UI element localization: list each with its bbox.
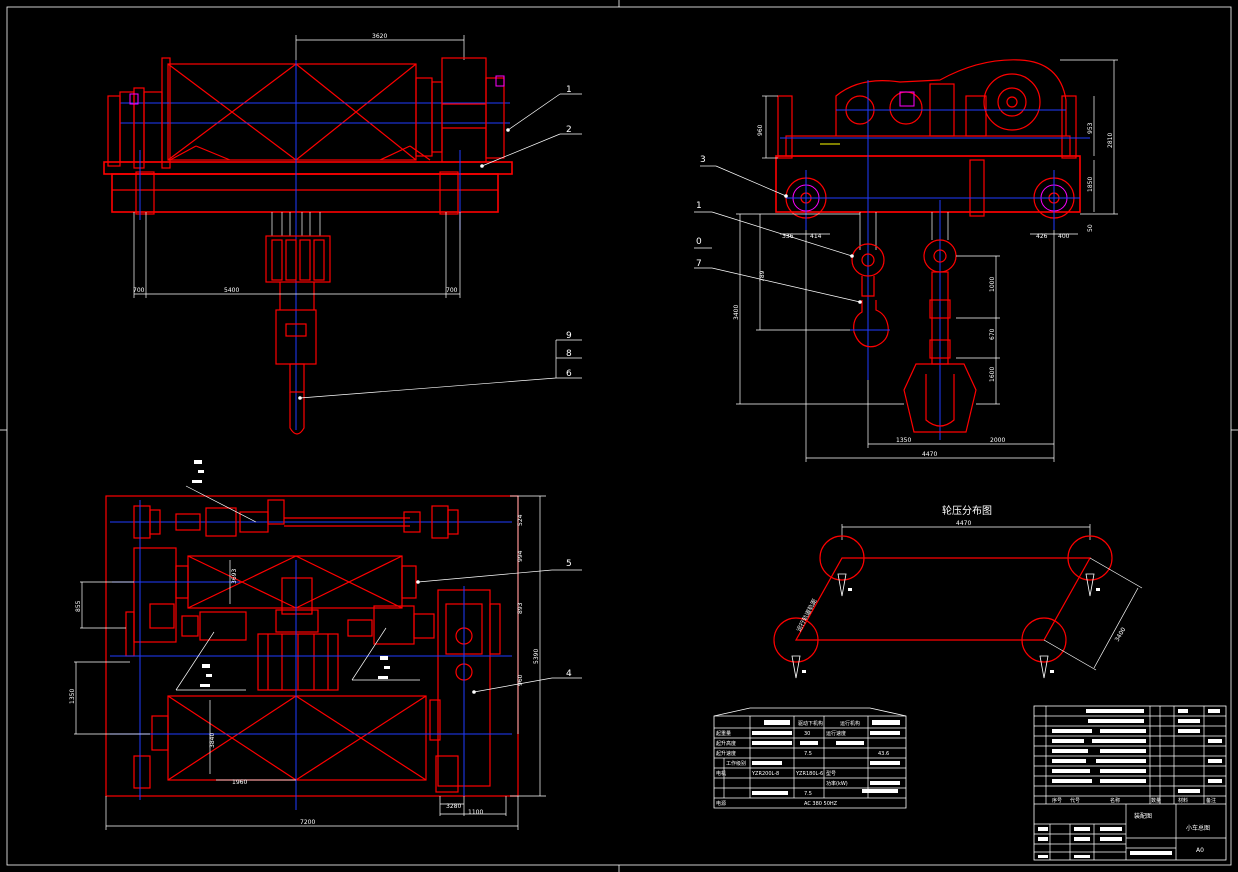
spec-row-4-val1: YZR200L-8 — [751, 771, 779, 777]
dim-side-b3: 4470 — [922, 451, 937, 458]
tb-assembly: 装配图 — [1134, 812, 1152, 820]
tb-label-no: 序号 — [1052, 797, 1062, 804]
dim-side-v1: 789 — [759, 270, 766, 282]
spec-row-2-val2: 43.6 — [878, 751, 889, 757]
side-view: 2810 953 1850 50 960 336 414 426 400 789… — [694, 59, 1118, 462]
spec-row-4-label: 电机 — [716, 770, 726, 777]
spec-row-1-label: 起升高度 — [716, 740, 736, 747]
dim-side-b2: 2000 — [990, 437, 1005, 444]
callout-front-6: 6 — [566, 369, 572, 379]
spec-table: 驱动下机构 运行机构 起重量 30 运行速度 起升高度 起升速度 7.5 43.… — [713, 707, 907, 809]
dim-side-wheel-r2: 400 — [1058, 233, 1070, 240]
wheel-chart-diag-label: 运行轨道轨距 — [795, 597, 819, 633]
dim-plan-inner2: 3840 — [209, 733, 216, 748]
spec-row-5-label2: 功率(kW) — [826, 780, 848, 787]
dim-plan-total-h: 5390 — [533, 649, 540, 664]
dim-plan-bottom3: 1100 — [468, 809, 483, 816]
callout-front-1: 1 — [566, 85, 572, 95]
wheel-pressure-diagram: 轮压分布图 4470 运行轨道轨距 3400 — [773, 504, 1143, 679]
dim-side-b1: 1350 — [896, 437, 911, 444]
callout-plan-4: 4 — [566, 669, 572, 679]
dim-side-v2: 3400 — [733, 305, 740, 320]
spec-row-0-val: 30 — [804, 731, 810, 737]
title-block: 序号 代号 名称 数量 材料 备注 装配图 小车总图 A0 — [1033, 705, 1227, 861]
front-view: 3620 — [103, 33, 582, 435]
wheel-chart-top-dim: 4470 — [956, 520, 971, 527]
dim-side-v5: 1600 — [989, 367, 996, 382]
callout-side-1: 1 — [696, 201, 702, 211]
spec-row-0-label2: 运行速度 — [826, 730, 846, 737]
dim-plan-inner1: 3693 — [231, 569, 238, 584]
spec-row-3-label: 工作级别 — [726, 760, 746, 767]
dim-front-bottom-left: 700 — [133, 287, 145, 294]
dim-plan-l1: 855 — [75, 600, 82, 612]
wheel-chart-title: 轮压分布图 — [942, 504, 992, 517]
dim-plan-bottom1: 1960 — [232, 779, 247, 786]
spec-col-travel: 运行机构 — [840, 720, 860, 727]
tb-drawing-name: 小车总图 — [1186, 824, 1210, 832]
dim-side-h1: 960 — [757, 124, 764, 136]
dim-side-h5: 50 — [1087, 224, 1094, 232]
dim-plan-r1: 524 — [517, 514, 524, 526]
callout-front-9: 9 — [566, 331, 572, 341]
dim-side-wheel-l2: 414 — [810, 233, 822, 240]
callout-side-7: 7 — [696, 259, 702, 269]
spec-row-2-val: 7.5 — [804, 751, 812, 757]
dim-front-bottom-mid: 5400 — [224, 287, 239, 294]
plan-view: 5390 524 994 893 960 855 1350 3693 3840 … — [69, 460, 582, 830]
spec-row-2-label: 起升速度 — [716, 750, 736, 757]
dim-side-h2: 953 — [1087, 122, 1094, 134]
callout-front-2: 2 — [566, 125, 572, 135]
dim-front-bottom-right: 700 — [446, 287, 458, 294]
dim-plan-l2: 1350 — [69, 689, 76, 704]
tb-label-code: 代号 — [1070, 797, 1080, 804]
dim-plan-r3: 893 — [517, 602, 524, 614]
dim-plan-bottom2: 3280 — [446, 803, 461, 810]
callout-side-3: 3 — [700, 155, 706, 165]
tb-label-material: 材料 — [1178, 797, 1188, 804]
spec-footer-value: AC 380 50HZ — [804, 801, 838, 807]
tb-sheet-no: A0 — [1196, 847, 1204, 854]
spec-row-6-val: 7.5 — [804, 791, 812, 797]
dim-side-v3: 1000 — [989, 277, 996, 292]
spec-col-hoist: 驱动下机构 — [798, 720, 823, 727]
dim-plan-total-w: 7200 — [300, 819, 315, 826]
tb-label-note: 备注 — [1206, 797, 1216, 804]
spec-row-0-label: 起重量 — [716, 730, 731, 737]
callout-front-8: 8 — [566, 349, 572, 359]
tb-label-name: 名称 — [1110, 797, 1120, 804]
dim-side-h3: 1850 — [1087, 177, 1094, 192]
spec-footer-label: 电源 — [716, 800, 726, 807]
tb-label-qty: 数量 — [1151, 797, 1161, 804]
dim-front-top: 3620 — [372, 33, 387, 40]
callout-plan-5: 5 — [566, 559, 572, 569]
spec-row-4-val2: YZR180L-6 — [795, 771, 823, 777]
dim-plan-r4: 960 — [517, 674, 524, 686]
dim-side-wheel-l1: 336 — [782, 233, 794, 240]
dim-side-h4: 2810 — [1107, 133, 1114, 148]
callout-side-0: 0 — [696, 237, 702, 247]
dim-side-wheel-r1: 426 — [1036, 233, 1048, 240]
dim-side-v4: 670 — [989, 328, 996, 340]
spec-row-4-label2: 型号 — [826, 770, 836, 777]
dim-plan-r2: 994 — [517, 550, 524, 562]
